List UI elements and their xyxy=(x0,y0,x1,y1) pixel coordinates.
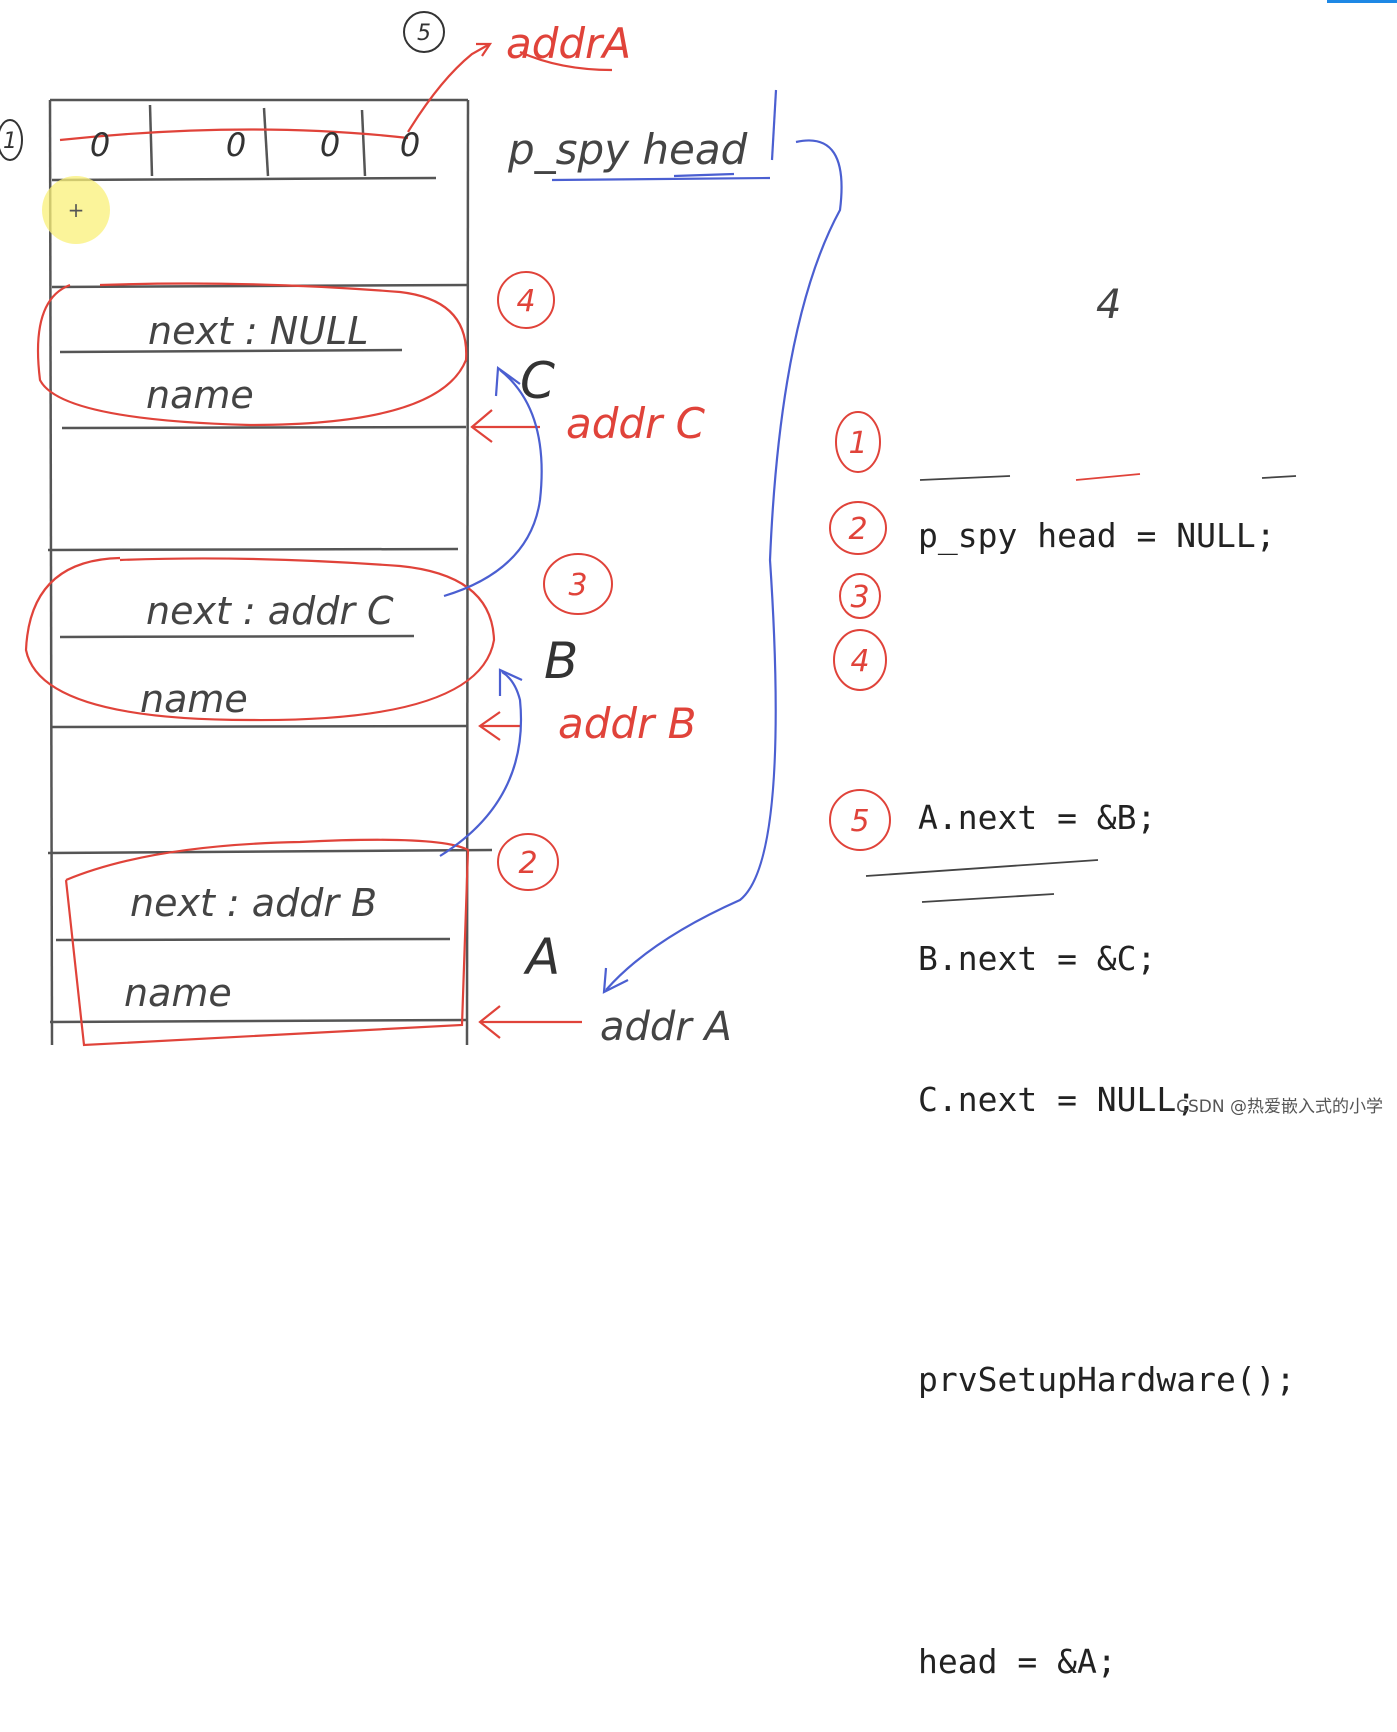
code-underlines xyxy=(865,475,1297,903)
block-b-next: next : addr C xyxy=(146,589,394,633)
watermark: CSDN @热爱嵌入式的小学 xyxy=(1176,1097,1383,1117)
step-marker-5: 5 xyxy=(850,804,869,839)
code-line-6: head = &A; xyxy=(918,1642,1117,1681)
step-circles xyxy=(497,271,891,891)
block-c-next: next : NULL xyxy=(148,309,368,353)
zero-3: 0 xyxy=(320,126,340,164)
stray-mark: 4 xyxy=(1096,282,1121,328)
block-c-step: 4 xyxy=(516,284,535,319)
block-a-step: 2 xyxy=(518,846,537,881)
memory-diagram: 1 2 3 4 5 4 3 2 1 5 0 0 0 0 next : NULL … xyxy=(0,11,1297,1050)
block-a-label: A xyxy=(523,928,560,986)
blue-pointers xyxy=(439,89,843,994)
block-c-label: C xyxy=(520,352,555,410)
addr-a-top-label: addrA xyxy=(506,19,631,68)
addr-a-label: addr A xyxy=(600,1004,732,1050)
code-line-5: prvSetupHardware(); xyxy=(918,1360,1296,1399)
code-listing: p_spy head = NULL; A.next = &B; B.next =… xyxy=(918,418,1296,1732)
step-marker-1: 1 xyxy=(848,426,867,461)
step-marker-3: 3 xyxy=(850,580,869,615)
zero-4: 0 xyxy=(400,126,420,164)
step-marker-4: 4 xyxy=(850,644,869,679)
block-c-name: name xyxy=(146,373,254,417)
pointer-cursor-highlight xyxy=(42,176,110,244)
crosshair-icon: + xyxy=(67,198,85,222)
black-step-circles xyxy=(0,11,445,161)
block-a-name: name xyxy=(124,971,232,1015)
code-red-underline xyxy=(1075,473,1141,481)
addr-c-label: addr C xyxy=(566,399,706,448)
block-b-name: name xyxy=(140,677,248,721)
step-5-marker: 5 xyxy=(417,21,431,46)
window-accent-bar xyxy=(1327,0,1397,3)
step-1-marker: 1 xyxy=(3,129,17,154)
block-b-label: B xyxy=(544,632,578,690)
memory-column xyxy=(47,98,493,1046)
code-gap xyxy=(918,1497,1296,1544)
block-a-next: next : addr B xyxy=(130,881,377,925)
code-line-3: B.next = &C; xyxy=(918,939,1157,978)
addr-b-label: addr B xyxy=(558,699,697,748)
block-b-step: 3 xyxy=(568,568,587,603)
code-line-2: A.next = &B; xyxy=(918,798,1157,837)
zero-2: 0 xyxy=(226,126,246,164)
code-line-1: p_spy head = NULL; xyxy=(918,516,1276,555)
step-marker-2: 2 xyxy=(848,512,867,547)
code-gap xyxy=(918,653,1296,700)
zero-1: 0 xyxy=(90,126,110,164)
code-line-4: C.next = NULL; xyxy=(918,1080,1197,1119)
code-gap xyxy=(918,1217,1296,1262)
pointer-head-label: p_spy head xyxy=(507,125,748,174)
